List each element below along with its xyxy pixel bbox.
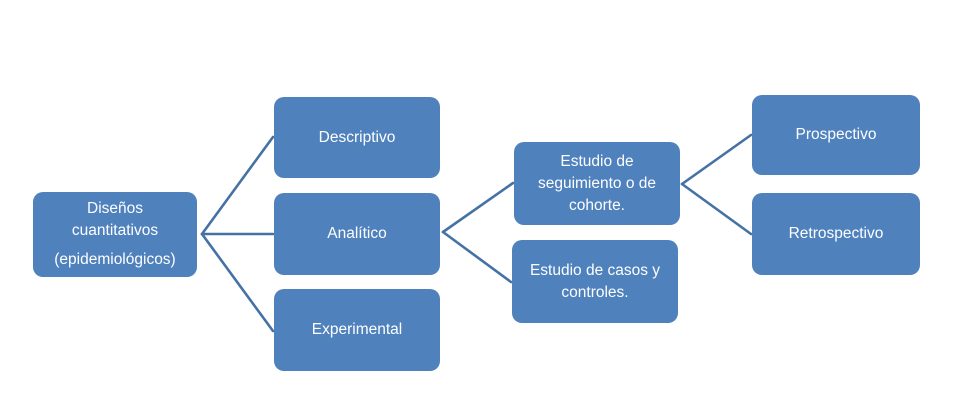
node-retrospectivo-label: Retrospectivo [788,225,884,242]
connector-analitico-cohorte [441,181,515,234]
node-disenos-label: Diseños cuantitativos [71,200,159,239]
node-experimental: Experimental [274,289,440,371]
connector-root-descriptivo [200,135,275,236]
node-prospectivo: Prospectivo [752,95,920,175]
connector-root-experimental [200,232,275,333]
node-retrospectivo: Retrospectivo [752,193,920,275]
connector-analitico-casos [441,230,513,284]
connector-cohorte-prospectivo [680,133,753,186]
node-descriptivo-label: Descriptivo [318,128,396,146]
node-estudio-cohorte: Estudio de seguimiento o de cohorte. [514,142,680,225]
node-estudio-cohorte-label: Estudio de seguimiento o de cohorte. [537,152,657,214]
node-analitico: Analítico [274,193,440,275]
connector-cohorte-retrospectivo [680,182,753,236]
node-analitico-label: Analítico [327,225,387,242]
node-descriptivo: Descriptivo [274,97,440,178]
node-estudio-casos-controles: Estudio de casos y controles. [512,240,678,323]
node-disenos-cuantitativos: Diseños cuantitativos (epidemiológicos) [33,192,197,277]
node-experimental-label: Experimental [311,321,403,338]
node-disenos-sublabel: (epidemiológicos) [54,251,176,268]
node-prospectivo-label: Prospectivo [795,126,877,143]
node-estudio-casos-controles-label: Estudio de casos y controles. [529,261,661,301]
